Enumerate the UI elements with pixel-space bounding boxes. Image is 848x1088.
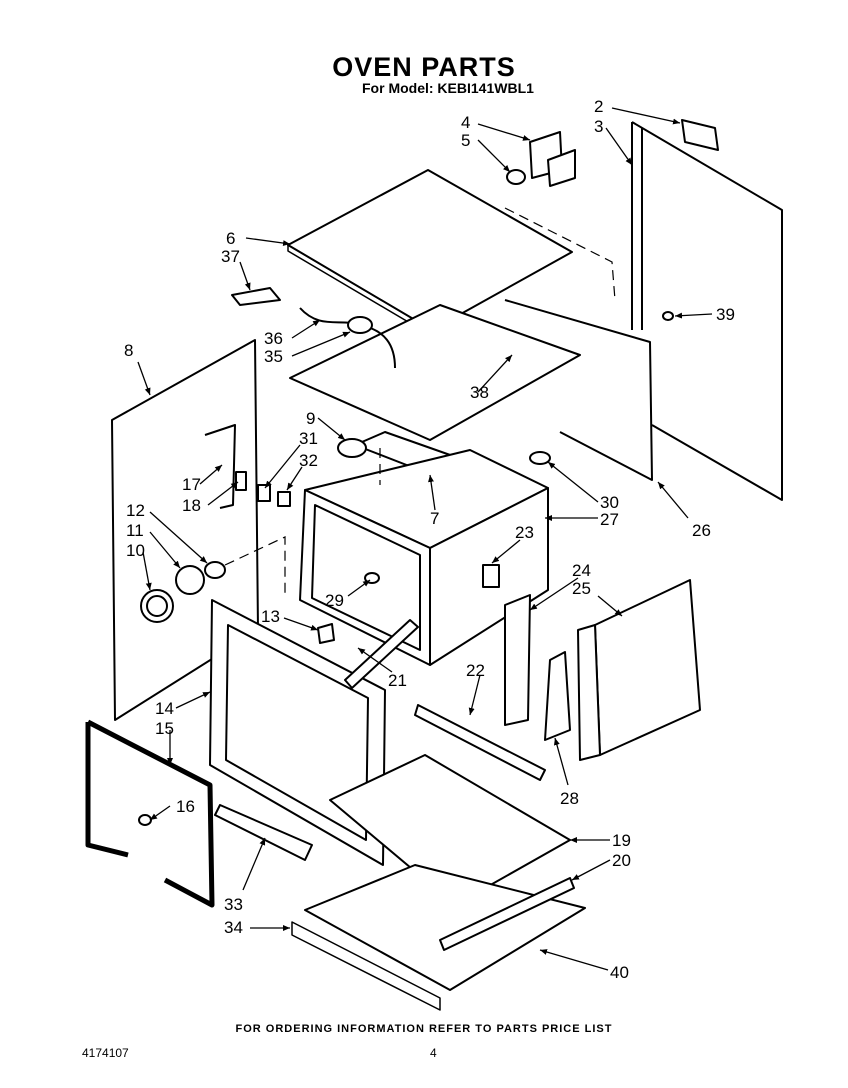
rear-panel-flange [631, 122, 643, 330]
heat-shield [289, 304, 581, 441]
callout-28: 28 [560, 789, 579, 808]
callout-14: 14 [155, 699, 174, 718]
door-gasket [85, 719, 215, 908]
switch-32 [277, 491, 291, 507]
callout-23: 23 [515, 523, 534, 542]
bracket-2 [681, 119, 719, 151]
clip-37 [231, 287, 281, 306]
oven-cavity-opening [311, 504, 421, 651]
page-number: 4 [430, 1046, 437, 1060]
tray-40 [304, 864, 586, 991]
callout-38: 38 [470, 383, 489, 402]
callout-18: 18 [182, 496, 201, 515]
side-cover-25-edge [577, 624, 601, 761]
clip-13 [317, 623, 335, 644]
callout-5: 5 [461, 131, 470, 150]
callout-3: 3 [594, 117, 603, 136]
top-panel [287, 169, 573, 331]
callout-labels: 2 3 4 5 6 37 36 35 8 9 31 32 17 18 12 11… [124, 97, 735, 982]
grommet-35 [347, 316, 373, 334]
knob-5 [506, 169, 526, 185]
bulb-12 [204, 561, 226, 579]
screw-16 [138, 814, 152, 826]
callout-32: 32 [299, 451, 318, 470]
callout-37: 37 [221, 247, 240, 266]
callout-9: 9 [306, 409, 315, 428]
switch-31 [257, 484, 271, 502]
callout-34: 34 [224, 918, 243, 937]
ordering-note: FOR ORDERING INFORMATION REFER TO PARTS … [235, 1023, 613, 1035]
callout-40: 40 [610, 963, 629, 982]
callout-7: 7 [430, 509, 439, 528]
inner-back-panel [504, 299, 653, 481]
thermostat-9 [337, 438, 367, 458]
callout-22: 22 [466, 661, 485, 680]
callout-20: 20 [612, 851, 631, 870]
bracket-33 [214, 804, 313, 861]
callout-15: 15 [155, 719, 174, 738]
rear-panel [631, 121, 783, 501]
callout-13: 13 [261, 607, 280, 626]
callout-31: 31 [299, 429, 318, 448]
callout-35: 35 [264, 347, 283, 366]
bracket-4b [547, 149, 576, 187]
document-number: 4174107 [82, 1046, 129, 1060]
callout-11: 11 [126, 521, 144, 540]
screw-39 [662, 311, 674, 321]
callout-2: 2 [594, 97, 603, 116]
callout-19: 19 [612, 831, 631, 850]
plug-30 [529, 451, 551, 465]
callout-10: 10 [126, 541, 145, 560]
callout-26: 26 [692, 521, 711, 540]
trim-24 [504, 594, 531, 726]
rail-22 [414, 704, 546, 781]
callout-21: 21 [388, 671, 407, 690]
callout-36: 36 [264, 329, 283, 348]
callout-25: 25 [572, 579, 591, 598]
vent-34 [291, 921, 441, 1011]
callout-16: 16 [176, 797, 195, 816]
clip-23 [482, 564, 500, 588]
callout-24: 24 [572, 561, 591, 580]
callout-33: 33 [224, 895, 243, 914]
callout-4: 4 [461, 113, 470, 132]
bracket-17 [204, 424, 236, 509]
callout-29: 29 [325, 591, 344, 610]
rail-21 [344, 619, 419, 689]
channel-20 [439, 877, 575, 951]
page-title: OVEN PARTS [332, 52, 516, 82]
callout-8: 8 [124, 341, 133, 360]
model-subtitle: For Model: KEBI141WBL1 [362, 80, 534, 96]
callout-39: 39 [716, 305, 735, 324]
clip-18 [235, 471, 247, 491]
callout-27: 27 [600, 510, 619, 529]
callout-17: 17 [182, 475, 201, 494]
callout-12: 12 [126, 501, 145, 520]
hinge-28 [544, 651, 571, 741]
front-frame-opening [225, 624, 369, 841]
callout-6: 6 [226, 229, 235, 248]
lens-10 [140, 589, 174, 623]
glass-11 [175, 565, 205, 595]
callout-30: 30 [600, 493, 619, 512]
